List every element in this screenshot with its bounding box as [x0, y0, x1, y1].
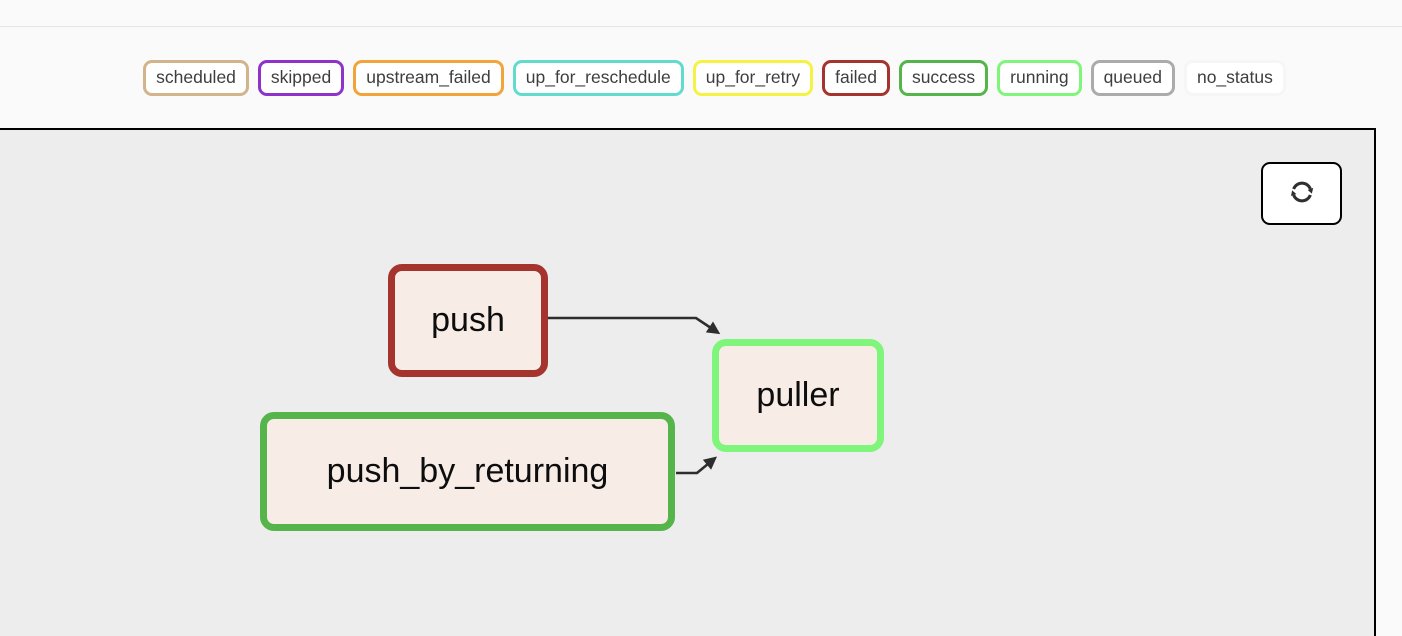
dag-edges — [0, 130, 1374, 636]
task-node-push_by_returning[interactable]: push_by_returning — [260, 412, 675, 531]
refresh-icon — [1286, 176, 1318, 211]
dag-graph-panel: push puller push_by_returning — [0, 128, 1376, 636]
task-node-label: push — [431, 301, 505, 339]
legend-badge-upstream_failed: upstream_failed — [353, 60, 504, 96]
legend-badge-up_for_retry: up_for_retry — [692, 60, 814, 96]
refresh-button[interactable] — [1261, 162, 1342, 225]
legend-badge-no_status: no_status — [1183, 60, 1286, 96]
task-node-puller[interactable]: puller — [712, 339, 884, 452]
task-node-label: push_by_returning — [326, 452, 609, 490]
task-node-push[interactable]: push — [388, 264, 548, 377]
top-navbar — [0, 0, 1402, 27]
legend-badge-queued: queued — [1090, 60, 1175, 96]
legend-badge-scheduled: scheduled — [143, 60, 249, 96]
legend-badge-failed: failed — [822, 60, 890, 96]
legend-badge-skipped: skipped — [257, 60, 345, 96]
legend-badge-success: success — [898, 60, 989, 96]
legend-badge-up_for_reschedule: up_for_reschedule — [512, 60, 684, 96]
task-node-label: puller — [756, 376, 840, 414]
legend-badge-running: running — [997, 60, 1082, 96]
